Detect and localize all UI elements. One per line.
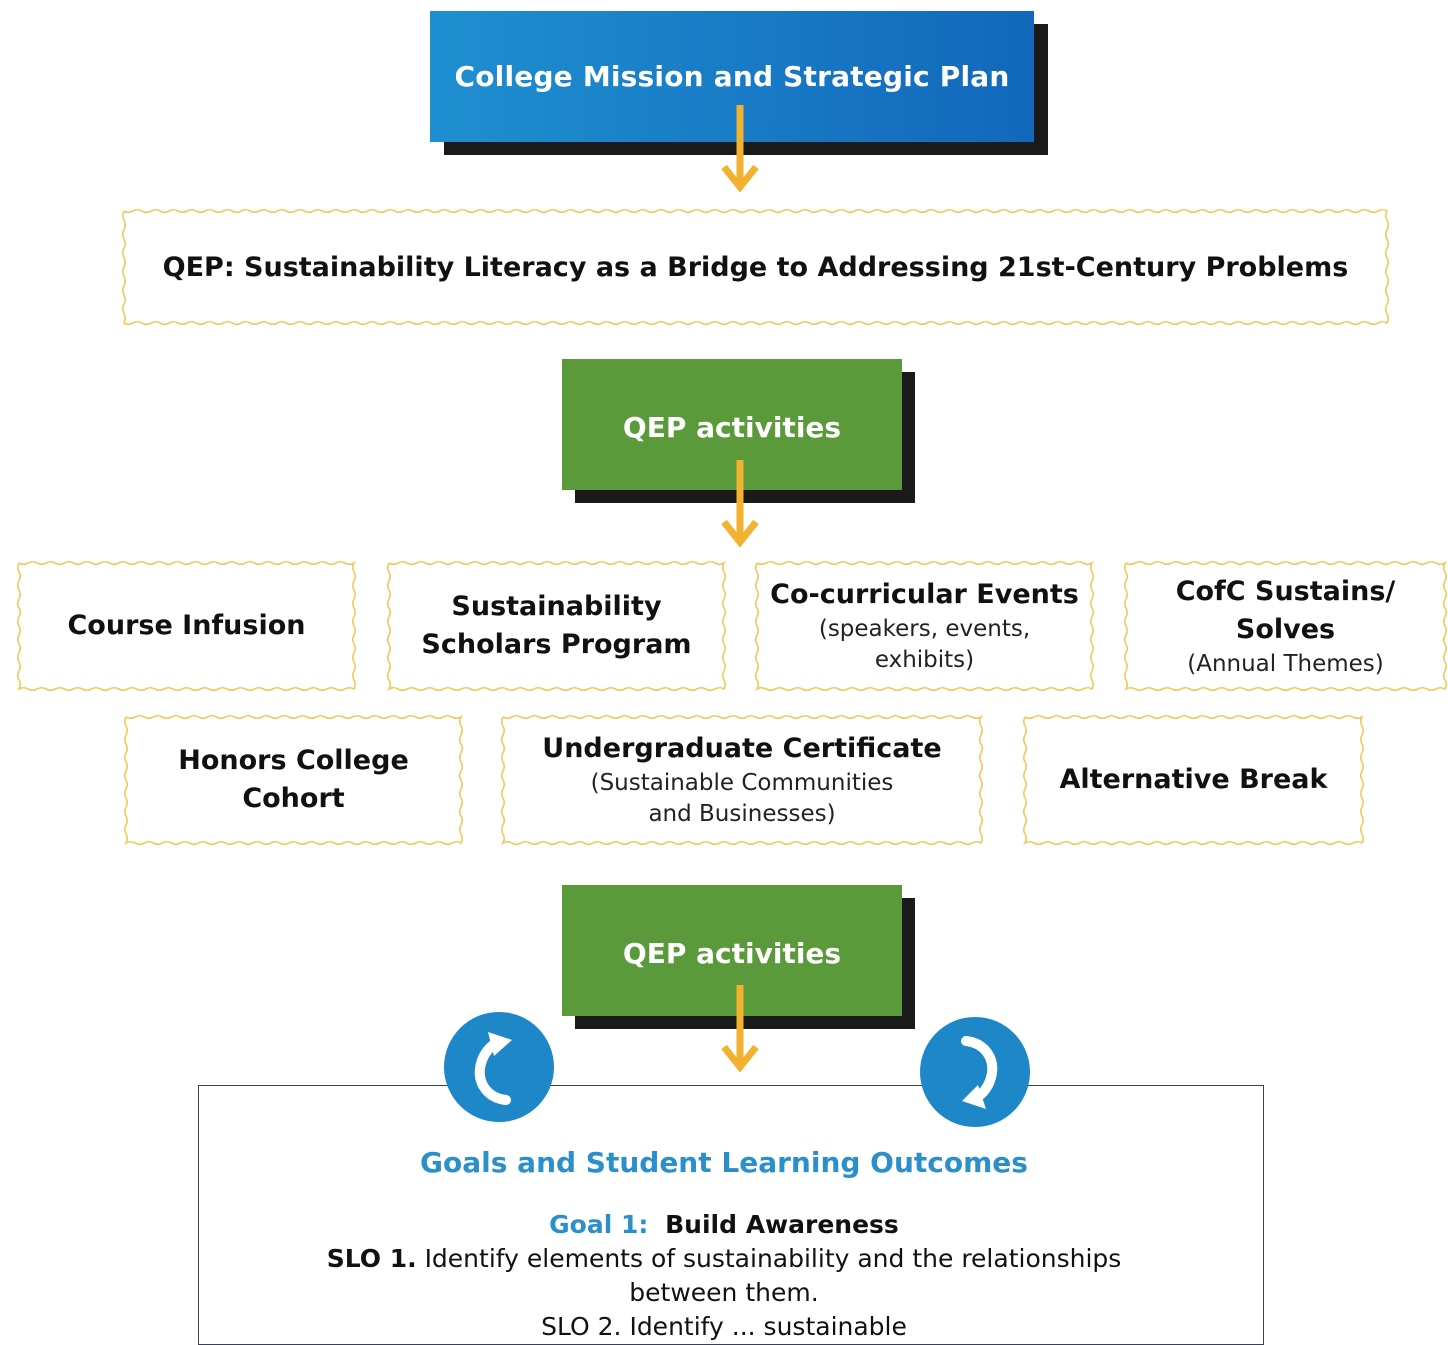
activity-title: Sustainability Scholars Program bbox=[421, 591, 692, 660]
activity-subtitle: (speakers, events, exhibits) bbox=[818, 616, 1031, 673]
activity-title: Alternative Break bbox=[1059, 764, 1328, 795]
wavy-border-path bbox=[123, 714, 464, 846]
wavy-border bbox=[121, 208, 1390, 326]
wavy-border-path bbox=[386, 560, 727, 692]
down-arrow-icon bbox=[721, 105, 759, 193]
mission-box: College Mission and Strategic Plan bbox=[430, 11, 1034, 142]
activity-scholars-program: Sustainability Scholars Program bbox=[386, 560, 727, 692]
wavy-border-path bbox=[16, 560, 357, 692]
wavy-border-path bbox=[754, 560, 1095, 692]
slo-1-line-cont: between them. bbox=[0, 1278, 1448, 1307]
goal-1-label: Goal 1: bbox=[549, 1210, 649, 1239]
activities-bottom-box: QEP activities bbox=[562, 885, 902, 1016]
activity-title: Honors College Cohort bbox=[178, 745, 409, 814]
wavy-border bbox=[386, 560, 727, 692]
slo-1-text-cont: between them. bbox=[629, 1278, 819, 1307]
activity-subtitle: (Annual Themes) bbox=[1187, 650, 1384, 677]
wavy-border bbox=[754, 560, 1095, 692]
activity-title: Co-curricular Events bbox=[770, 579, 1079, 610]
wavy-border bbox=[16, 560, 357, 692]
goal-1-line: Goal 1: Build Awareness bbox=[0, 1210, 1448, 1239]
wavy-border bbox=[1123, 560, 1448, 692]
down-arrow-icon bbox=[721, 460, 759, 548]
wavy-border bbox=[123, 714, 464, 846]
activity-cocurricular-events: Co-curricular Events (speakers, events, … bbox=[754, 560, 1095, 692]
activity-title: CofC Sustains/ Solves bbox=[1175, 575, 1396, 645]
cycle-arrow-down-icon bbox=[920, 1017, 1030, 1127]
activity-alternative-break: Alternative Break bbox=[1022, 714, 1365, 846]
wavy-border-path bbox=[121, 208, 1390, 326]
goal-1-text: Build Awareness bbox=[665, 1210, 899, 1239]
activity-cofc-sustains: CofC Sustains/ Solves (Annual Themes) bbox=[1123, 560, 1448, 692]
goals-box bbox=[198, 1085, 1264, 1345]
activities-bottom-label: QEP activities bbox=[622, 937, 842, 970]
goals-title: Goals and Student Learning Outcomes bbox=[420, 1146, 1028, 1179]
slo-2-text-partial: SLO 2. Identify ... sustainable bbox=[541, 1312, 907, 1341]
activity-title: Undergraduate Certificate bbox=[542, 733, 942, 764]
activity-title: Course Infusion bbox=[67, 610, 306, 641]
cycle-arrow-up-icon bbox=[444, 1012, 554, 1122]
activity-subtitle: (Sustainable Communities and Businesses) bbox=[590, 770, 894, 827]
wavy-border-path bbox=[500, 714, 984, 846]
activity-undergrad-certificate: Undergraduate Certificate (Sustainable C… bbox=[500, 714, 984, 846]
wavy-border-path bbox=[1123, 560, 1448, 692]
activities-top-box: QEP activities bbox=[562, 359, 902, 490]
slo-1-label: SLO 1. bbox=[326, 1244, 417, 1273]
down-arrow-icon bbox=[721, 985, 759, 1073]
mission-label: College Mission and Strategic Plan bbox=[454, 60, 1010, 93]
wavy-border bbox=[500, 714, 984, 846]
slo-1-text: Identify elements of sustainability and … bbox=[424, 1244, 1122, 1273]
activity-honors-cohort: Honors College Cohort bbox=[123, 714, 464, 846]
slo-2-line-partial: SLO 2. Identify ... sustainable bbox=[0, 1312, 1448, 1341]
qep-title-box: QEP: Sustainability Literacy as a Bridge… bbox=[121, 208, 1390, 326]
wavy-border-path bbox=[1022, 714, 1365, 846]
wavy-border bbox=[1022, 714, 1365, 846]
slo-1-line: SLO 1. Identify elements of sustainabili… bbox=[0, 1244, 1448, 1273]
activity-course-infusion: Course Infusion bbox=[16, 560, 357, 692]
qep-title: QEP: Sustainability Literacy as a Bridge… bbox=[162, 251, 1349, 283]
activities-top-label: QEP activities bbox=[622, 411, 842, 444]
